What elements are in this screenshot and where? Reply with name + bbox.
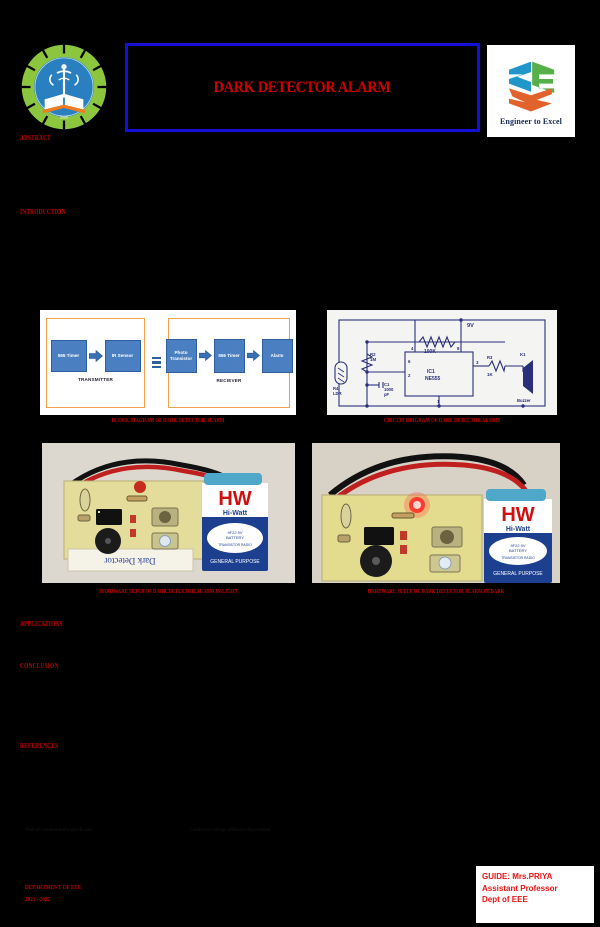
section-heading-abstract: ABSTRACT — [20, 134, 51, 142]
svg-text:Buzzer: Buzzer — [517, 398, 531, 403]
svg-text:HW: HW — [501, 504, 534, 526]
block-group-transmitter: 555 Timer IR Sensor TRANSMITTER — [46, 317, 145, 408]
footer-contact-left: Mail id: studentmail@gmail.com — [25, 827, 92, 833]
page-title: DARK DETECTOR ALARM — [214, 78, 391, 96]
section-heading-references: REFERENCES — [20, 742, 59, 750]
svg-text:9F22 9V: 9F22 9V — [227, 530, 242, 535]
svg-text:R2: R2 — [370, 352, 376, 357]
svg-text:Dark Detector: Dark Detector — [104, 556, 155, 566]
svg-text:2005: 2005 — [60, 115, 69, 120]
college-emblem-logo: 2005 — [20, 43, 108, 131]
guide-designation: Assistant Professor — [482, 883, 558, 893]
svg-text:3: 3 — [476, 360, 479, 365]
svg-text:4: 4 — [411, 346, 414, 351]
caption-photo-light: HARDWARE SETUP OF DARK DETECTOR ALARM IN… — [99, 589, 238, 595]
svg-text:1K: 1K — [487, 372, 493, 377]
svg-text:HW: HW — [218, 488, 251, 510]
svg-text:BATTERY: BATTERY — [509, 548, 527, 553]
block-group-receiver: Photo Transistor 555 Timer Alarm RECIEVE… — [165, 317, 293, 408]
block-photo-transistor: Photo Transistor — [165, 338, 197, 373]
svg-text:Hi-Watt: Hi-Watt — [506, 526, 531, 533]
figure-block-diagram: 555 Timer IR Sensor TRANSMITTER Photo Tr… — [40, 310, 296, 415]
block-label-receiver: RECIEVER — [216, 377, 242, 383]
section-heading-conclusion: CONCLUSION — [20, 662, 59, 670]
cube-icon — [508, 61, 555, 112]
svg-text:NE555: NE555 — [425, 376, 441, 382]
footer-contact-right: Guided by college affiliated department — [190, 827, 271, 833]
block-555-timer-tx: 555 Timer — [50, 339, 87, 372]
svg-text:IC1: IC1 — [427, 369, 435, 375]
svg-text:pF: pF — [384, 392, 390, 397]
svg-text:GENERAL PURPOSE: GENERAL PURPOSE — [210, 559, 260, 565]
photo-hardware-dark: HW Hi-Watt 9F22 9V BATTERY TRANSISTOR RA… — [312, 443, 560, 583]
brand-logo: Engineer to Excel — [487, 45, 575, 137]
svg-text:K1: K1 — [520, 352, 526, 357]
reference-item-1: 1 — [21, 754, 24, 760]
photo-hardware-light: Dark Detector HW Hi-Watt 9F22 9V BAT — [42, 443, 295, 583]
section-heading-applications: APPLICATIONS — [20, 620, 63, 628]
svg-text:6: 6 — [408, 359, 411, 364]
guide-department: Dept of EEE — [482, 895, 528, 905]
svg-text:2: 2 — [408, 373, 411, 378]
svg-text:9V: 9V — [467, 323, 474, 329]
poster-title-box: DARK DETECTOR ALARM — [125, 43, 480, 132]
arrow-right-icon — [88, 349, 103, 362]
svg-text:BATTERY: BATTERY — [226, 535, 244, 540]
svg-text:100K: 100K — [424, 349, 436, 355]
footer-year: 2021 - 2022 — [25, 896, 51, 903]
figure-circuit-diagram: 100K 9V R2 1M R4 LDR C1 1000 pF R3 1K K1… — [327, 310, 557, 415]
arrow-right-icon — [246, 350, 260, 361]
section-heading-introduction: INTRODUCTION — [20, 208, 66, 216]
block-alarm: Alarm — [261, 338, 293, 373]
poster-header: 2005 DARK DETECTOR ALARM Engineer to Exc… — [0, 18, 600, 137]
svg-text:C1: C1 — [384, 382, 390, 387]
svg-text:Hi-Watt: Hi-Watt — [223, 510, 248, 517]
block-label-transmitter: TRANSMITTER — [77, 376, 114, 382]
svg-text:TRANSISTOR RADIO: TRANSISTOR RADIO — [218, 543, 252, 547]
signal-dashes-icon — [152, 356, 161, 369]
svg-text:1000: 1000 — [384, 387, 394, 392]
caption-circuit-diagram: CIRCUIT DIAGRAM OF DARK DETECTOR ALARM — [383, 418, 501, 424]
svg-text:1M: 1M — [370, 357, 376, 362]
svg-text:R3: R3 — [487, 355, 493, 360]
arrow-right-icon — [198, 350, 212, 361]
caption-block-diagram: BLOCK DIAGRAM OF DARK DETECTOR ALARM — [111, 418, 225, 424]
caption-photo-dark: HARDWARE SETUP OF DARK DETECTOR ALARM IN… — [367, 589, 505, 595]
block-ir-sensor: IR Sensor — [104, 339, 141, 372]
guide-name: GUIDE: Mrs.PRIYA — [482, 872, 553, 881]
brand-tagline: Engineer to Excel — [500, 116, 562, 126]
svg-text:9F22 9V: 9F22 9V — [510, 543, 525, 548]
svg-text:TRANSISTOR RADIO: TRANSISTOR RADIO — [501, 556, 535, 560]
svg-text:GENERAL PURPOSE: GENERAL PURPOSE — [493, 571, 543, 577]
svg-text:LDR: LDR — [333, 391, 342, 396]
block-555-timer-rx: 555 Timer — [213, 338, 245, 373]
guide-info-box: GUIDE: Mrs.PRIYA Assistant Professor Dep… — [476, 866, 594, 923]
footer-department: DEPARTMENT OF EEE — [25, 884, 82, 891]
svg-text:R4: R4 — [333, 386, 339, 391]
svg-text:8: 8 — [457, 346, 460, 351]
svg-text:1: 1 — [437, 399, 440, 404]
